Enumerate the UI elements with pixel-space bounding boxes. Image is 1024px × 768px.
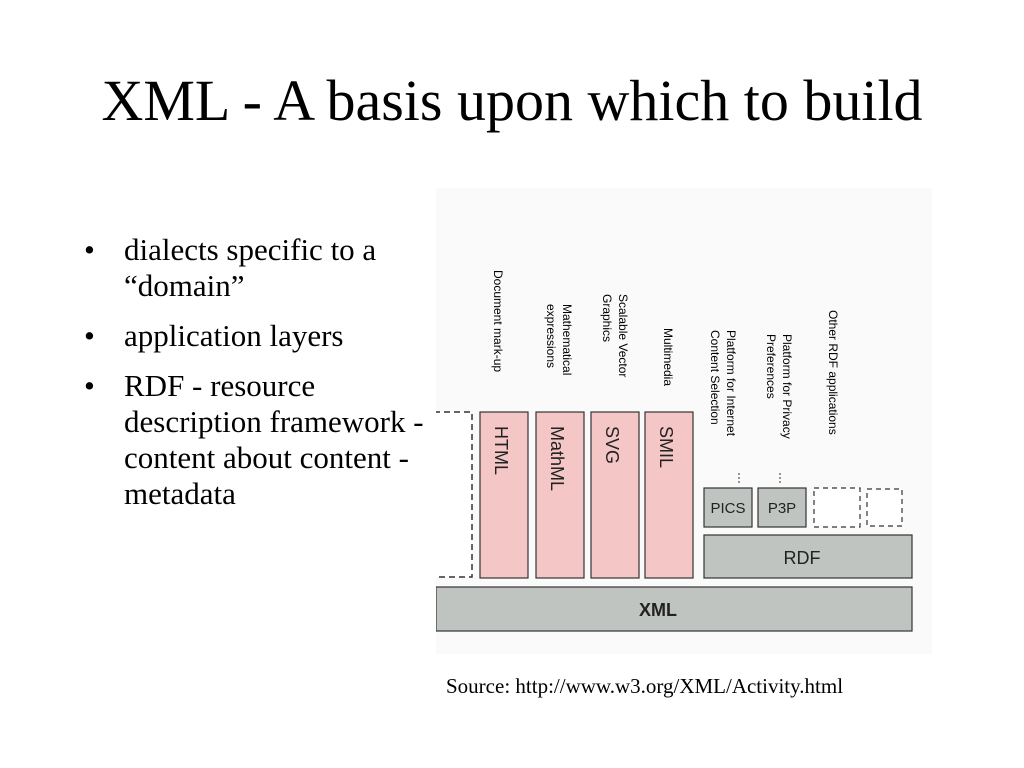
other-dialects-box [436,411,473,578]
label-platform-privacy: Platform for Privacy [780,334,794,439]
slide-title: XML - A basis upon which to build [101,68,923,133]
label-document-markup: Document mark-up [491,270,505,372]
bullet-list: • dialects specific to a “domain” • appl… [84,232,434,526]
svg-box [590,411,640,579]
bullet-symbol: • [84,318,95,353]
pics-box-label: PICS [710,500,745,517]
bullet-symbol: • [84,368,95,403]
mathml-box [535,411,585,579]
xml-layer [436,586,913,632]
label-other-rdf-applications: Other RDF applications [826,310,840,435]
bullet-item: • application layers [84,318,434,354]
bullet-text: RDF - resource description framework - c… [124,368,424,511]
mathml-box-label: MathML [547,426,567,491]
label-platform-internet: Platform for Internet [724,330,738,437]
label-scalable-vector: Scalable Vector [616,294,630,377]
smil-box-label: SMIL [656,426,676,468]
pics-box [703,487,753,528]
html-box-label: HTML [491,426,511,475]
label-expressions: expressions [544,304,558,368]
other-rdf-box-2 [866,488,903,527]
rdf-layer-label: RDF [784,548,821,568]
label-preferences: Preferences [764,334,778,399]
p3p-box [757,487,807,528]
label-multimedia: Multimedia [661,328,675,386]
p3p-box-label: P3P [768,500,796,517]
xml-architecture-diagram: Document mark-up Mathematical expression… [436,188,932,654]
bullet-text: dialects specific to a “domain” [124,232,377,303]
label-content-selection: Content Selection [708,330,722,425]
bullet-item: • dialects specific to a “domain” [84,232,434,304]
svg-box-label: SVG [602,426,622,464]
other-rdf-box-1 [813,487,861,528]
label-mathematical: Mathematical [560,304,574,375]
smil-box [644,411,694,579]
rdf-layer [703,534,913,579]
html-box [479,411,529,579]
xml-layer-label: XML [639,600,677,620]
source-caption: Source: http://www.w3.org/XML/Activity.h… [446,674,844,698]
bullet-text: application layers [124,318,344,353]
bullet-symbol: • [84,232,95,267]
diagram-svg: Document mark-up Mathematical expression… [436,270,913,632]
bullet-item: • RDF - resource description framework -… [84,368,434,512]
label-graphics: Graphics [600,294,614,342]
